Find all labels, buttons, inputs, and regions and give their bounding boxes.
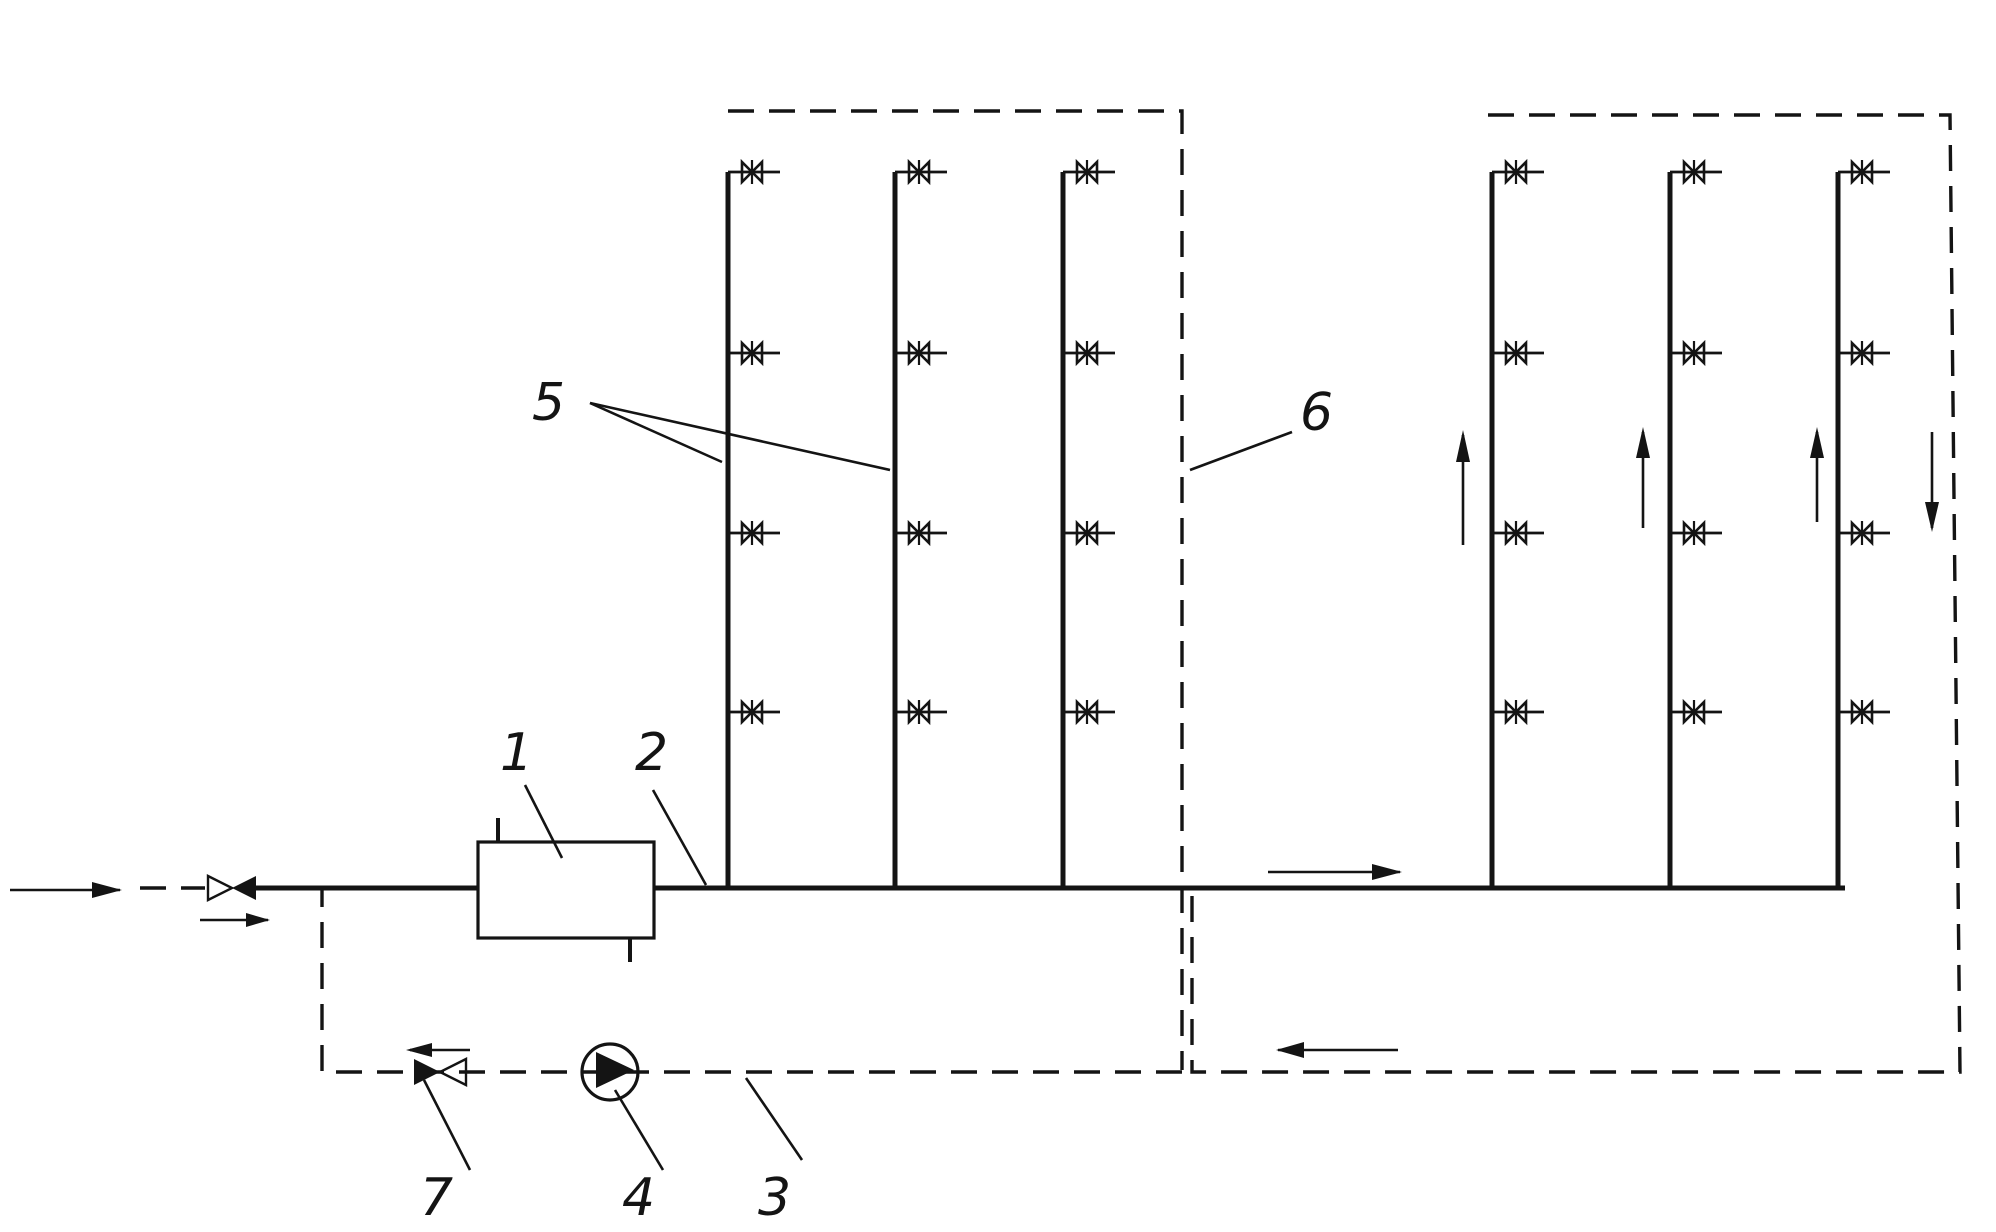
callout-3: 3 [758, 1168, 791, 1228]
return-main-pipe [245, 886, 1182, 1074]
callout-labels: 1 2 3 4 5 6 7 [420, 373, 1333, 1228]
fixture-valve-icon [895, 519, 947, 547]
fixture-valve-icon [895, 339, 947, 367]
fixture-valve-icon [1838, 519, 1890, 547]
supply-lines [245, 172, 1845, 891]
return-loop-group-1 [728, 109, 1184, 1070]
flow-arrow-icon [200, 913, 270, 927]
pump-icon [580, 1042, 640, 1102]
fixture-valve-icon [1838, 339, 1890, 367]
callout-6: 6 [1300, 383, 1333, 443]
fixture-valve-icon [728, 519, 780, 547]
fixture-valve-icon [1670, 698, 1722, 726]
fixture-valve-icon [1063, 698, 1115, 726]
flow-arrows [10, 427, 1939, 1058]
check-valve-icon [414, 1057, 468, 1087]
fixture-valve-icon [1492, 339, 1544, 367]
fixture-valve-icon [728, 339, 780, 367]
return-lines [140, 109, 1962, 1074]
fixture-valve-icon [895, 698, 947, 726]
fixture-valve-icon [1492, 158, 1544, 186]
fixture-valve-icon [1670, 519, 1722, 547]
callout-7: 7 [420, 1168, 453, 1228]
fixture-valve-icon [1492, 519, 1544, 547]
flow-arrow-icon [1276, 1042, 1398, 1058]
fixture-valve-icon [1670, 339, 1722, 367]
leader-lines [422, 401, 1293, 1171]
flow-arrow-icon [406, 1043, 470, 1057]
fixture-valve-icon [1063, 519, 1115, 547]
flow-arrow-icon [1268, 864, 1402, 880]
flow-arrow-icon [1456, 430, 1470, 545]
flow-arrow-icon [1925, 432, 1939, 532]
fixture-valve-icon [1838, 158, 1890, 186]
callout-1: 1 [500, 723, 533, 783]
inlet-valve-icon [206, 874, 256, 902]
fixture-valve-icon [1063, 339, 1115, 367]
callout-4: 4 [622, 1168, 655, 1228]
fixture-valve-icon [1492, 698, 1544, 726]
callout-5: 5 [532, 373, 565, 433]
flow-arrow-icon [1636, 427, 1650, 528]
return-loop-group-2 [1190, 113, 1962, 1074]
water-heater [476, 818, 656, 962]
callout-2: 2 [635, 723, 668, 783]
flow-arrow-icon [1810, 427, 1824, 522]
fixture-valve-icon [1063, 158, 1115, 186]
fixture-valve-icon [1838, 698, 1890, 726]
fixture-valves [728, 158, 1890, 726]
fixture-valve-icon [728, 698, 780, 726]
fixture-valve-icon [895, 158, 947, 186]
fixture-valve-icon [1670, 158, 1722, 186]
fixture-valve-icon [728, 158, 780, 186]
flow-arrow-icon [10, 882, 122, 898]
